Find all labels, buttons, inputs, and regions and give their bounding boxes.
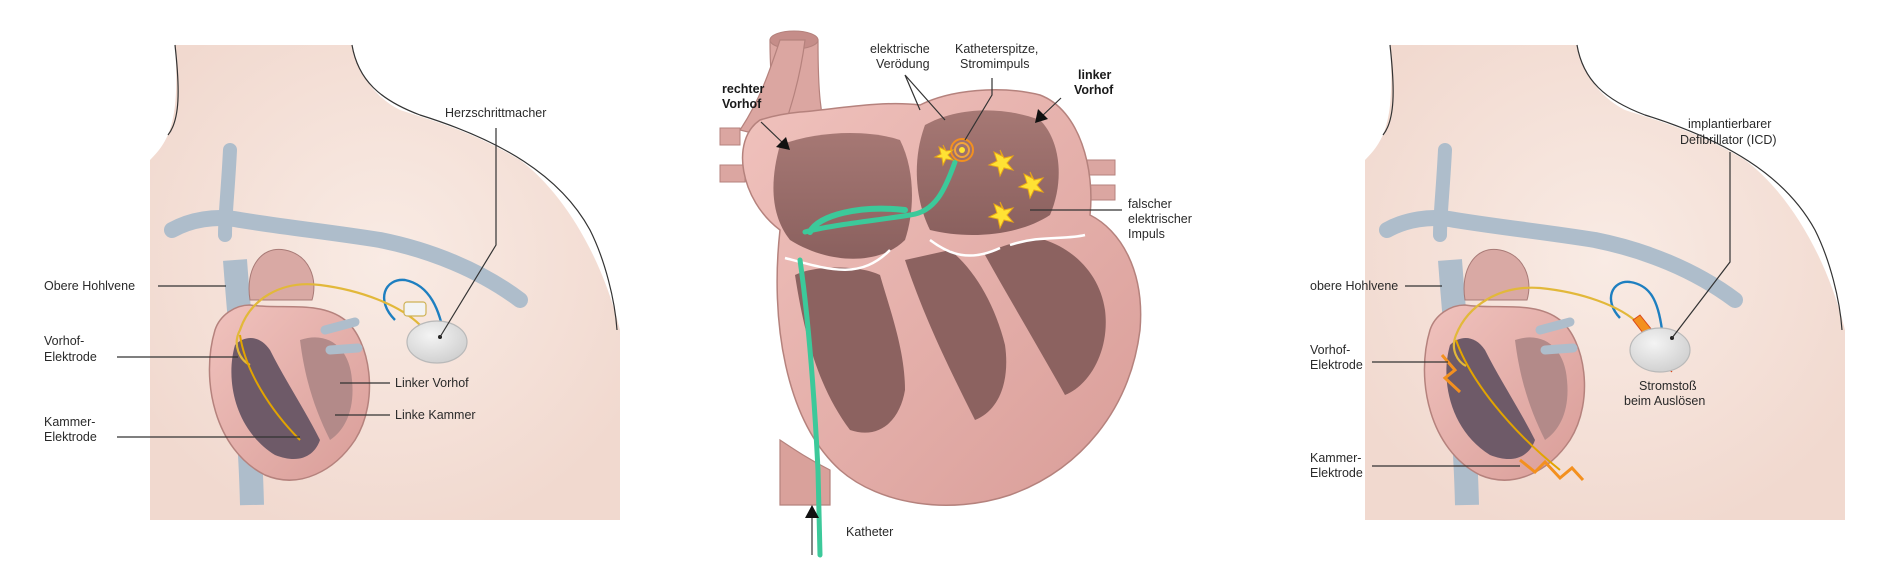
label-linke-kammer: Linke Kammer (395, 408, 476, 422)
right-atrium-cavity (773, 133, 912, 259)
label-rechter-vorhof-2: Vorhof (722, 97, 762, 111)
spark-3 (987, 201, 1015, 230)
label-vorhof-elektrode-1: Vorhof- (44, 334, 84, 348)
panel-right-icd: implantierbarer Defibrillator (ICD) ober… (1310, 44, 1845, 520)
label-obere-hohlvene-right: obere Hohlvene (1310, 279, 1398, 293)
catheter-line (797, 159, 958, 558)
label-falscher-3: Impuls (1128, 227, 1165, 241)
neck-outline-left (167, 44, 179, 136)
label-icd-1: implantierbarer (1688, 117, 1771, 131)
pulmonary-vessels-right (1535, 317, 1578, 355)
aorta-arch-right (1463, 248, 1530, 301)
label-vorhof-elektrode-right-1: Vorhof- (1310, 343, 1350, 357)
label-kammer-elektrode-right-2: Elektrode (1310, 466, 1363, 480)
septum-ventricle-cavity (905, 250, 1007, 420)
leader-herzschrittmacher (439, 128, 497, 338)
spark-1 (987, 149, 1015, 178)
spark-4 (933, 144, 955, 167)
left-atrium-cavity (916, 110, 1059, 235)
panel-left-pacemaker: Herzschrittmacher Obere Hohlvene Vorhof-… (44, 44, 620, 520)
icd-lead-blue (1609, 280, 1664, 331)
pacemaker-lead-atrium (235, 283, 421, 366)
label-kammer-elektrode-right-1: Kammer- (1310, 451, 1361, 465)
left-ventricle-cavity (985, 240, 1106, 395)
label-katheter: Katheter (846, 525, 893, 539)
leader-elektrische (904, 74, 946, 121)
label-linker-vorhof-2: Vorhof (1074, 83, 1114, 97)
label-falscher-2: elektrischer (1128, 212, 1192, 226)
pacemaker-device (406, 320, 468, 364)
label-elektrische-2: Verödung (876, 57, 930, 71)
label-herzschrittmacher: Herzschrittmacher (445, 106, 546, 120)
label-falscher-1: falscher (1128, 197, 1172, 211)
icd-lead-ventricle (1455, 339, 1561, 471)
shock-bolt-atrium (1440, 354, 1462, 394)
icd-lead-atrium (1452, 286, 1641, 367)
aorta-arch-left (248, 248, 315, 301)
label-icd-2: Defibrillator (ICD) (1680, 133, 1777, 147)
ablation-ring-mid (954, 142, 970, 158)
arrow-rechter-vorhof (776, 137, 790, 150)
jugular-vein-right (1433, 143, 1452, 242)
label-katheterspitze-2: Stromimpuls (960, 57, 1029, 71)
label-elektrische-1: elektrische (870, 42, 930, 56)
subclavian-vein-right (1379, 210, 1743, 308)
label-stromstoss-2: beim Auslösen (1624, 394, 1705, 408)
catheter-in-atrium (807, 205, 908, 235)
left-chamber-right (1515, 337, 1568, 440)
shoulder-outline-left (351, 44, 618, 331)
neck-outline-right (1382, 44, 1394, 136)
pacemaker-lead-ventricle (239, 334, 301, 441)
label-kammer-elektrode-2: Elektrode (44, 430, 97, 444)
panel-center-ablation: rechter Vorhof elektrische Verödung Kath… (719, 30, 1192, 558)
heart-cavity-left (231, 338, 320, 460)
label-linker-vorhof: Linker Vorhof (395, 376, 469, 390)
shock-bolt-ventricle (1519, 458, 1585, 482)
ablation-ring-inner (959, 147, 965, 153)
label-katheterspitze-1: Katheterspitze, (955, 42, 1038, 56)
arrow-katheter (805, 505, 819, 518)
leader-katheterspitze (964, 78, 993, 141)
torso-skin-right (1365, 45, 1845, 520)
jugular-vein-left (218, 143, 237, 242)
left-chamber-left (300, 337, 353, 440)
pulmonary-vessels-left (320, 317, 363, 355)
subclavian-vein-left (164, 210, 528, 308)
torso-skin-left (150, 45, 620, 520)
arrow-linker-vorhof (1035, 109, 1048, 123)
leader-rechter-vorhof (760, 121, 786, 146)
label-vorhof-elektrode-right-2: Elektrode (1310, 358, 1363, 372)
label-vorhof-elektrode-2: Elektrode (44, 350, 97, 364)
label-obere-hohlvene: Obere Hohlvene (44, 279, 135, 293)
spark-2 (1017, 171, 1045, 200)
label-kammer-elektrode-1: Kammer- (44, 415, 95, 429)
pacemaker-header (403, 301, 427, 317)
icd-device (1629, 327, 1691, 373)
label-rechter-vorhof-1: rechter (722, 82, 765, 96)
label-stromstoss-1: Stromstoß (1639, 379, 1697, 393)
shoulder-outline-right (1576, 44, 1843, 331)
right-ventricle-cavity (795, 267, 905, 433)
label-linker-vorhof-1: linker (1078, 68, 1111, 82)
vessel-left-stubs (719, 127, 746, 183)
leader-icd (1671, 152, 1731, 339)
